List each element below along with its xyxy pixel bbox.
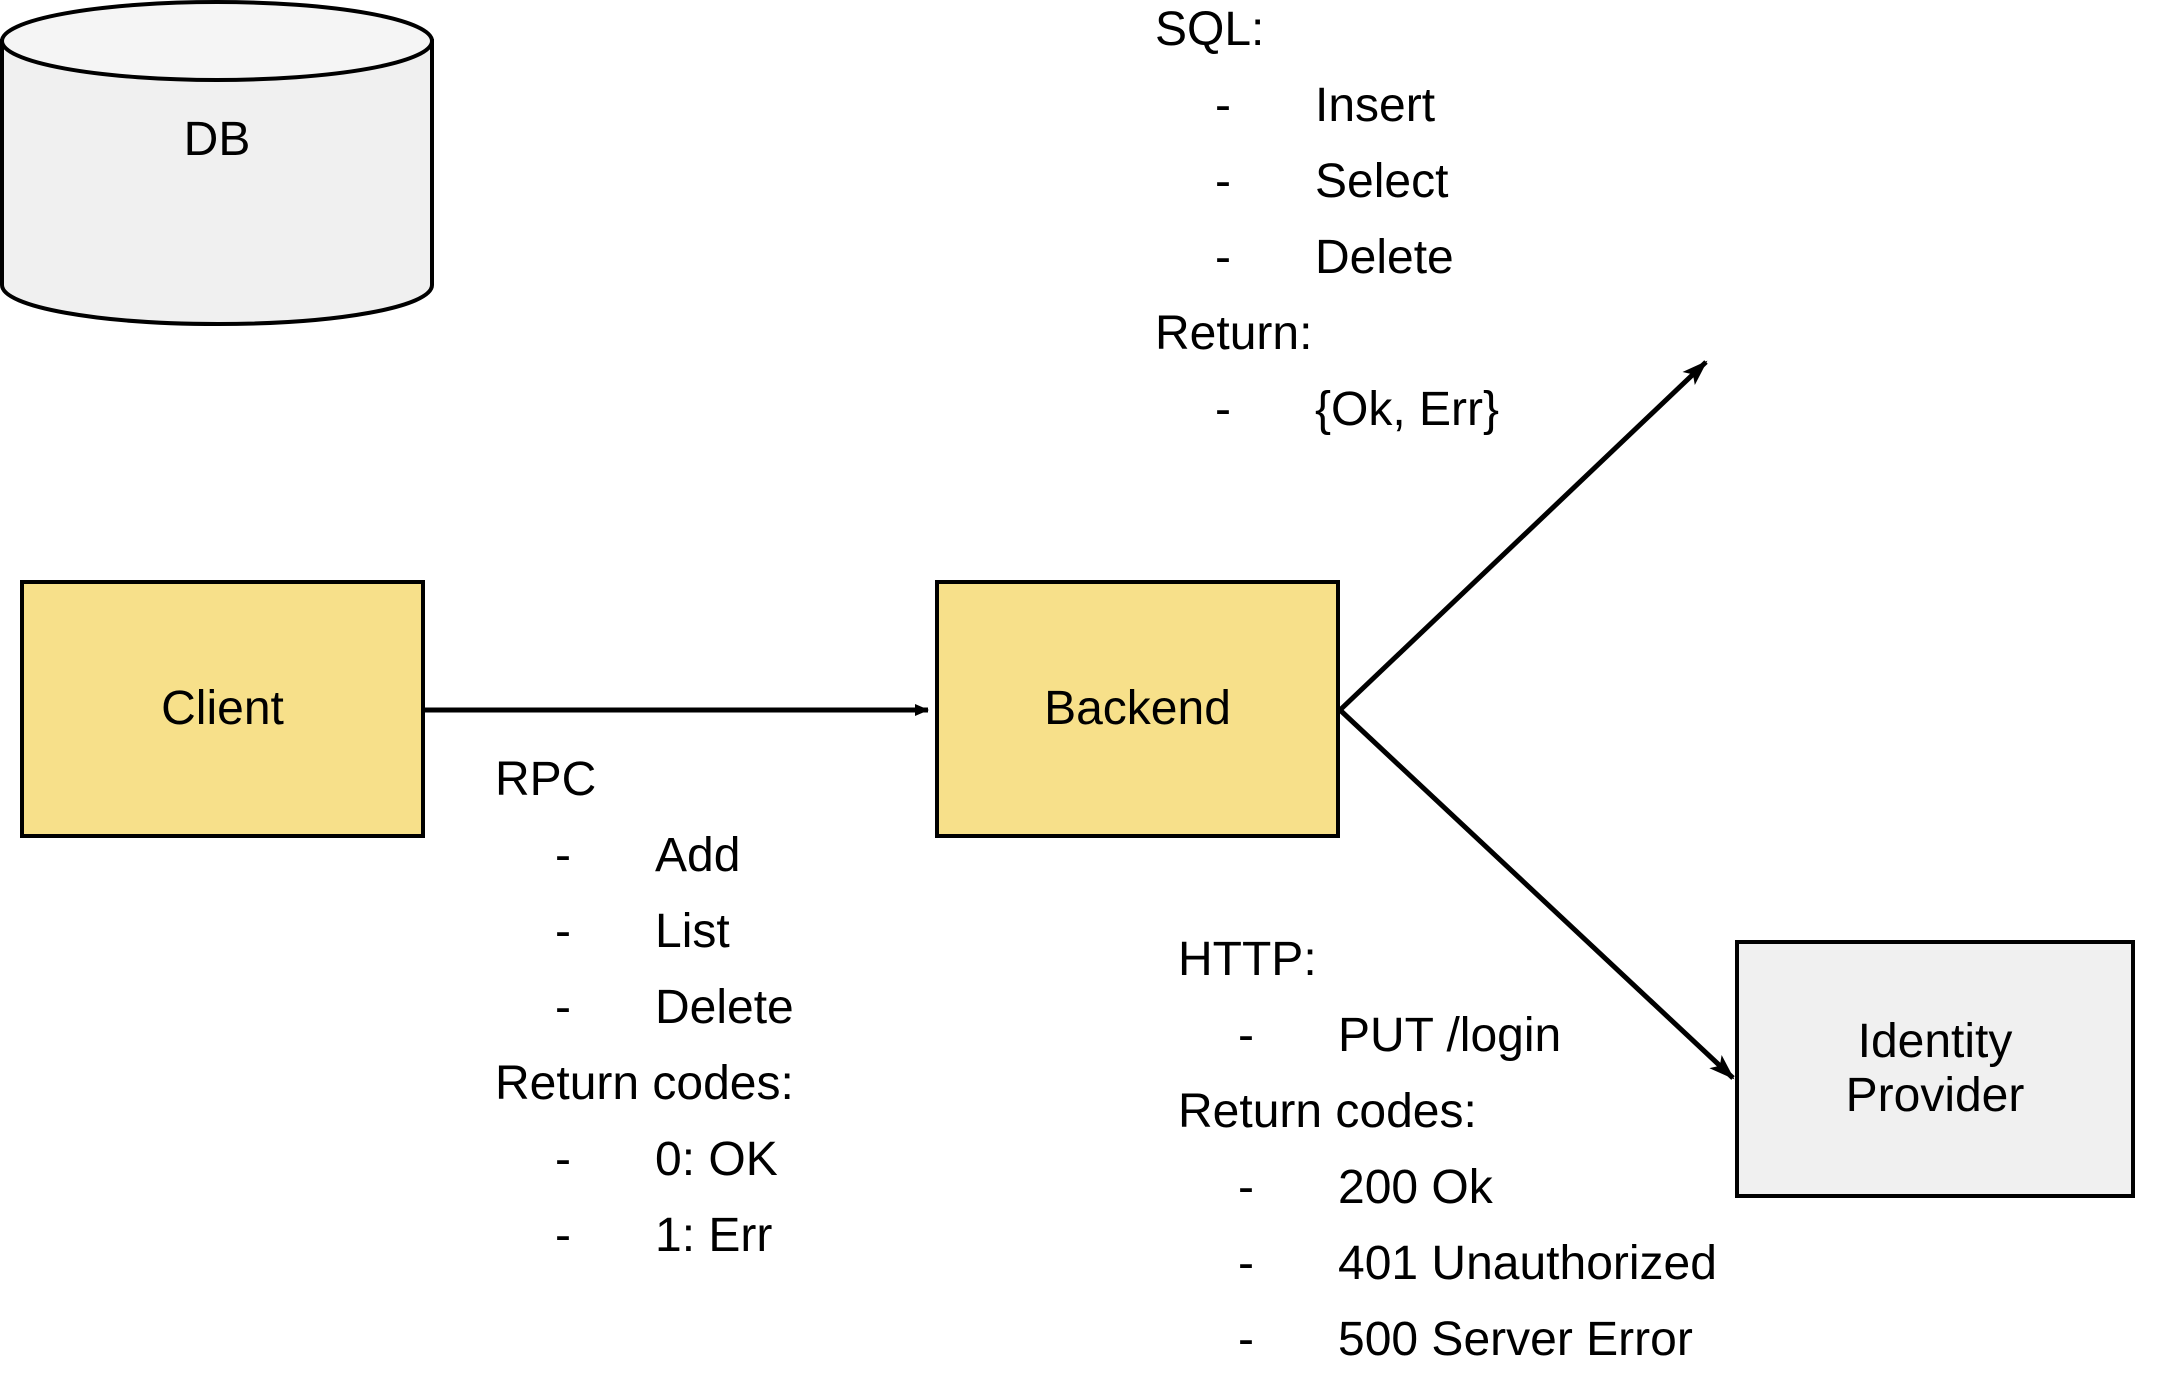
annotation-rpc: RPC - Add - List - Delete Return codes: … [495,742,794,1274]
http-return-item: - 500 Server Error [1178,1302,1717,1378]
rpc-return-item: - 0: OK [495,1122,794,1198]
http-return-item-text: 401 Unauthorized [1338,1237,1717,1290]
rpc-item: - Delete [495,970,794,1046]
sql-item-text: Select [1315,155,1449,208]
node-client-label: Client [161,682,284,736]
sql-item: - Insert [1155,68,1499,144]
http-return-item-text: 200 Ok [1338,1161,1493,1214]
http-return-heading: Return codes: [1178,1085,1477,1138]
node-idp-label-line1: Identity [1857,1015,2013,1069]
rpc-return-item: - 1: Err [495,1198,794,1274]
rpc-item-text: Delete [655,981,794,1034]
http-heading: HTTP: [1178,933,1317,986]
node-db[interactable]: DB [0,0,434,326]
bullet-dash-icon: - [555,1133,571,1186]
sql-heading: SQL: [1155,3,1265,56]
rpc-return-heading: Return codes: [495,1057,794,1110]
http-return-item-text: 500 Server Error [1338,1313,1693,1366]
bullet-dash-icon: - [555,905,571,958]
bullet-dash-icon: - [1238,1161,1254,1214]
node-idp-label-line2: Provider [1845,1069,2025,1122]
bullet-dash-icon: - [1215,155,1231,208]
sql-return-item: - {Ok, Err} [1155,372,1499,448]
bullet-dash-icon: - [1215,231,1231,284]
http-item-text: PUT /login [1338,1009,1562,1062]
rpc-item-text: Add [655,829,741,882]
sql-return-item-text: {Ok, Err} [1315,383,1500,436]
bullet-dash-icon: - [555,1209,571,1262]
rpc-item-text: List [655,905,730,958]
node-backend[interactable]: Backend [935,580,1340,838]
sql-item: - Select [1155,144,1499,220]
http-item: - PUT /login [1178,998,1717,1074]
sql-item-text: Insert [1315,79,1436,132]
sql-item-text: Delete [1315,231,1454,284]
annotation-sql: SQL: - Insert - Select - Delete Return: … [1155,0,1499,448]
sql-item: - Delete [1155,220,1499,296]
rpc-return-item-text: 0: OK [655,1133,778,1186]
sql-return-heading: Return: [1155,307,1313,360]
node-client[interactable]: Client [20,580,425,838]
rpc-item: - List [495,894,794,970]
bullet-dash-icon: - [1238,1313,1254,1366]
bullet-dash-icon: - [1215,383,1231,436]
database-cylinder-icon [0,0,434,326]
bullet-dash-icon: - [1215,79,1231,132]
bullet-dash-icon: - [555,981,571,1034]
rpc-return-item-text: 1: Err [655,1209,773,1262]
http-return-item: - 401 Unauthorized [1178,1226,1717,1302]
annotation-http: HTTP: - PUT /login Return codes: - 200 O… [1178,922,1717,1378]
node-backend-label: Backend [1044,682,1231,736]
http-return-item: - 200 Ok [1178,1150,1717,1226]
bullet-dash-icon: - [555,829,571,882]
node-db-label: DB [183,113,251,166]
bullet-dash-icon: - [1238,1237,1254,1290]
rpc-item: - Add [495,818,794,894]
bullet-dash-icon: - [1238,1009,1254,1062]
rpc-heading: RPC [495,753,597,806]
node-identity-provider[interactable]: Identity Provider [1735,940,2135,1198]
